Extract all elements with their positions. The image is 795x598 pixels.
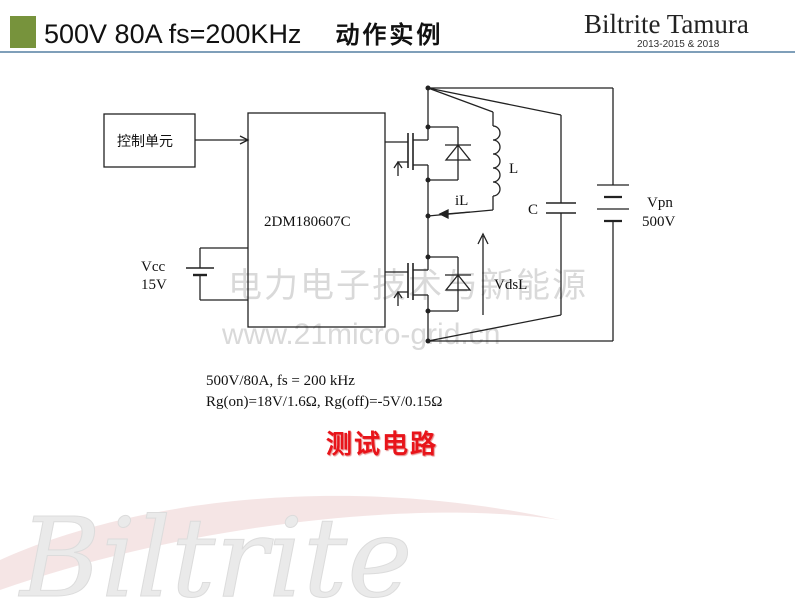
lower-mosfet xyxy=(393,256,472,312)
watermark-url: www.21micro-grid.cn xyxy=(222,318,501,351)
inductor-label: L xyxy=(509,161,518,177)
control-unit-label: 控制单元 xyxy=(117,134,173,150)
spec-line-2: Rg(on)=18V/1.6Ω, Rg(off)=-5V/0.15Ω xyxy=(206,394,443,410)
vcc-value: 15V xyxy=(141,277,167,293)
brand-years: 2013-2015 & 2018 xyxy=(637,39,720,50)
title-cn: 动作实例 xyxy=(335,20,444,49)
supply-value: 500V xyxy=(642,214,676,230)
spec-line-1: 500V/80A, fs = 200 kHz xyxy=(206,373,355,389)
brand-name: Biltrite Tamura xyxy=(584,9,749,39)
driver-ic-label: 2DM180607C xyxy=(264,214,351,230)
capacitor-label: C xyxy=(528,202,538,218)
title-main: 500V 80A fs=200KHz xyxy=(44,19,302,49)
current-label: iL xyxy=(455,193,468,209)
logo-text: Biltrite xyxy=(18,494,412,598)
header-rule xyxy=(0,51,795,53)
driver-ic-box xyxy=(247,112,386,328)
vcc-label: Vcc xyxy=(141,259,165,275)
header-accent-square xyxy=(10,16,36,48)
watermark-cn: 电力电子技术与新能源 xyxy=(228,268,588,305)
slide-title: 500V 80A fs=200KHz 动作实例 xyxy=(44,15,443,50)
upper-mosfet xyxy=(393,126,472,181)
diagram-caption: 测试电路 xyxy=(326,429,439,459)
vds-label: VdsL xyxy=(494,277,527,293)
supply-label: Vpn xyxy=(647,195,673,211)
biltrite-logo-watermark: Biltrite xyxy=(0,494,560,598)
